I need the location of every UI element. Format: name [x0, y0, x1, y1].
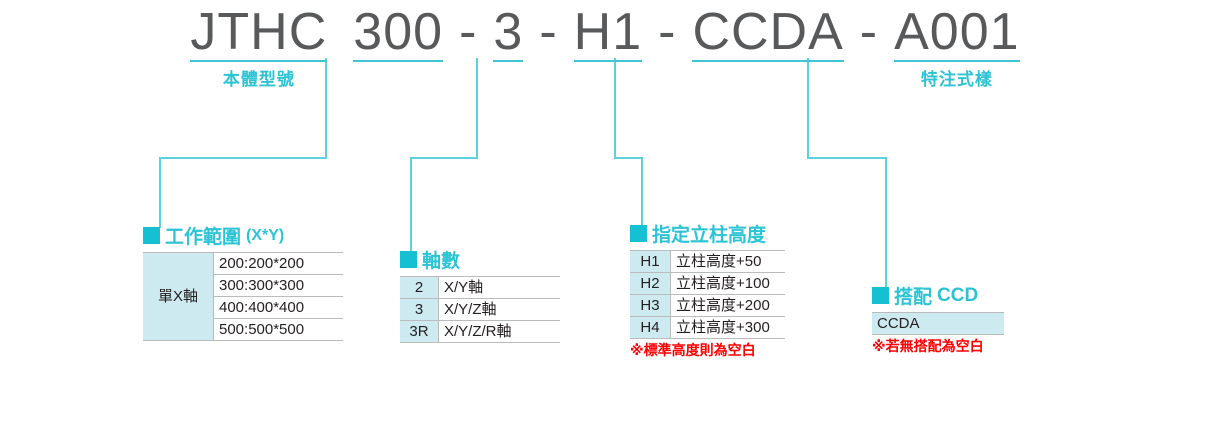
- code-text-jthc: JTHC: [190, 3, 328, 61]
- code-caption-jthc: 本體型號: [222, 70, 295, 89]
- code-separator-3: -: [658, 4, 676, 60]
- spec-block-axis-count: 軸數 2 X/Y軸 3 X/Y/Z軸 3R X/Y/Z/R軸: [400, 246, 560, 343]
- table-cell-value: X/Y/Z/R軸: [438, 320, 560, 343]
- table-row: 300:300*300: [143, 274, 343, 297]
- code-text-ccda: CCDA: [692, 3, 844, 61]
- spec-block-column-height: 指定立柱高度 H1 立柱高度+50 H2 立柱高度+100 H3 立柱高度+20…: [630, 220, 785, 360]
- table-cell-code: 3R: [400, 320, 439, 343]
- code-segment-custom-spec: A001 特注式樣: [894, 3, 1020, 90]
- code-underline-300: [353, 60, 444, 62]
- table-row: 500:500*500: [143, 318, 343, 341]
- table-cell-code: 3: [400, 298, 439, 321]
- model-number-row: JTHC 本體型號 300 - 3 - H1 -: [0, 3, 1210, 89]
- code-segment-work-range: 300: [353, 3, 444, 62]
- separator-dash: -: [859, 3, 879, 61]
- table-cell-code: H1: [630, 250, 671, 273]
- table-cell-value: X/Y/Z軸: [438, 298, 560, 321]
- code-separator-2: -: [539, 4, 557, 60]
- table-row: H1 立柱高度+50: [630, 250, 785, 273]
- table-row: CCDA: [872, 312, 1004, 335]
- spec-block-title-column-height: 指定立柱高度: [630, 220, 785, 247]
- code-segment-column-height: H1: [573, 3, 643, 62]
- title-text: 工作範圍: [165, 227, 242, 248]
- code-segment-axis-count: 3: [493, 3, 524, 62]
- code-underline-h1: [573, 60, 643, 62]
- table-cell-value: 立柱高度+50: [670, 250, 785, 273]
- table-cell-value: 立柱高度+300: [670, 316, 785, 339]
- footnote-column-height: ※標準高度則為空白: [630, 342, 756, 358]
- square-bullet-icon: [143, 227, 160, 244]
- table-row: H4 立柱高度+300: [630, 316, 785, 339]
- table-row: H3 立柱高度+200: [630, 294, 785, 317]
- square-bullet-icon: [872, 287, 889, 304]
- title-text: 軸數: [422, 251, 461, 272]
- spec-table-column-height: H1 立柱高度+50 H2 立柱高度+100 H3 立柱高度+200 H4 立柱…: [630, 250, 785, 339]
- spec-table-ccd: CCDA: [872, 312, 1004, 335]
- table-cell-code: H4: [630, 316, 671, 339]
- code-separator-1: -: [459, 4, 477, 60]
- spec-block-title-ccd: 搭配 CCD: [872, 282, 1004, 309]
- separator-dash: -: [459, 3, 478, 61]
- group-label-cell: 單X軸: [143, 252, 214, 341]
- spec-block-work-range: 工作範圍 (X*Y) 單X軸 200:200*200 300:300*300 4…: [143, 222, 343, 341]
- table-cell-code: H3: [630, 294, 671, 317]
- title-text: 指定立柱高度: [652, 225, 767, 246]
- spec-block-title-axis-count: 軸數: [400, 246, 560, 273]
- separator-dash: -: [539, 3, 558, 61]
- table-cell-code: H2: [630, 272, 671, 295]
- table-cell-value: 立柱高度+200: [670, 294, 785, 317]
- table-row: 400:400*400: [143, 296, 343, 319]
- table-row: 2 X/Y軸: [400, 276, 560, 299]
- code-underline-a001: [894, 60, 1020, 62]
- table-cell-value: 200:200*200: [213, 252, 343, 275]
- footnote-ccd: ※若無搭配為空白: [872, 338, 984, 354]
- table-cell-value: 立柱高度+100: [670, 272, 785, 295]
- table-row: 單X軸 200:200*200: [143, 252, 343, 341]
- square-bullet-icon: [400, 251, 417, 268]
- code-underline-ccda: [692, 60, 844, 62]
- table-row: 3 X/Y/Z軸: [400, 298, 560, 321]
- title-text: 搭配: [894, 287, 933, 308]
- code-text-3: 3: [493, 3, 524, 61]
- separator-dash: -: [658, 3, 677, 61]
- table-cell-value: CCDA: [872, 312, 1004, 335]
- code-separator-4: -: [860, 4, 878, 60]
- spec-table-axis-count: 2 X/Y軸 3 X/Y/Z軸 3R X/Y/Z/R軸: [400, 276, 560, 343]
- square-bullet-icon: [630, 225, 647, 242]
- code-text-300: 300: [353, 3, 444, 61]
- table-cell-value: 400:400*400: [213, 296, 343, 319]
- table-cell-value: 300:300*300: [213, 274, 343, 297]
- spec-block-ccd: 搭配 CCD CCDA ※若無搭配為空白: [872, 282, 1004, 356]
- spec-table-work-range: 單X軸 200:200*200 300:300*300 400:400*400 …: [143, 252, 343, 341]
- table-row: H2 立柱高度+100: [630, 272, 785, 295]
- title-subtext: CCD: [937, 284, 979, 306]
- code-underline-3: [493, 60, 524, 62]
- code-segment-body-model: JTHC 本體型號: [190, 3, 328, 90]
- table-row: 3R X/Y/Z/R軸: [400, 320, 560, 343]
- table-cell-value: 500:500*500: [213, 318, 343, 341]
- table-cell-value: X/Y軸: [438, 276, 560, 299]
- title-subtext: (X*Y): [246, 226, 285, 244]
- code-text-a001: A001: [894, 3, 1020, 61]
- spec-block-title-work-range: 工作範圍 (X*Y): [143, 222, 343, 249]
- table-cell-code: 2: [400, 276, 439, 299]
- code-segment-ccd: CCDA: [692, 3, 844, 62]
- code-underline-jthc: [190, 60, 328, 62]
- code-text-h1: H1: [573, 3, 643, 61]
- code-caption-a001: 特注式樣: [920, 70, 993, 89]
